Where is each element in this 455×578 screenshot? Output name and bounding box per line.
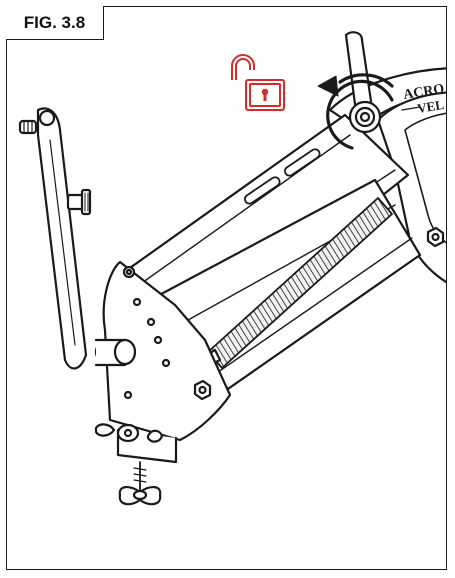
brand-logo: ACRO VEL — [401, 82, 445, 116]
unlocked-padlock-icon — [231, 54, 285, 111]
bottom-wing-screw — [118, 461, 162, 506]
side-wing-screw — [94, 423, 164, 443]
housing-nut — [426, 226, 445, 248]
adjustment-lever — [344, 31, 382, 134]
svg-text:ACRO: ACRO — [402, 82, 445, 103]
base-bracket — [94, 260, 232, 464]
pivot-knob — [94, 338, 137, 367]
bracket-nut — [193, 379, 212, 401]
counterclockwise-arrow-icon — [317, 73, 394, 150]
plate-thumbscrew — [66, 188, 92, 216]
mount-plate — [18, 107, 92, 370]
svg-text:VEL: VEL — [416, 97, 445, 116]
plate-knob — [18, 119, 38, 135]
figure-label: FIG. 3.8 — [6, 6, 104, 40]
